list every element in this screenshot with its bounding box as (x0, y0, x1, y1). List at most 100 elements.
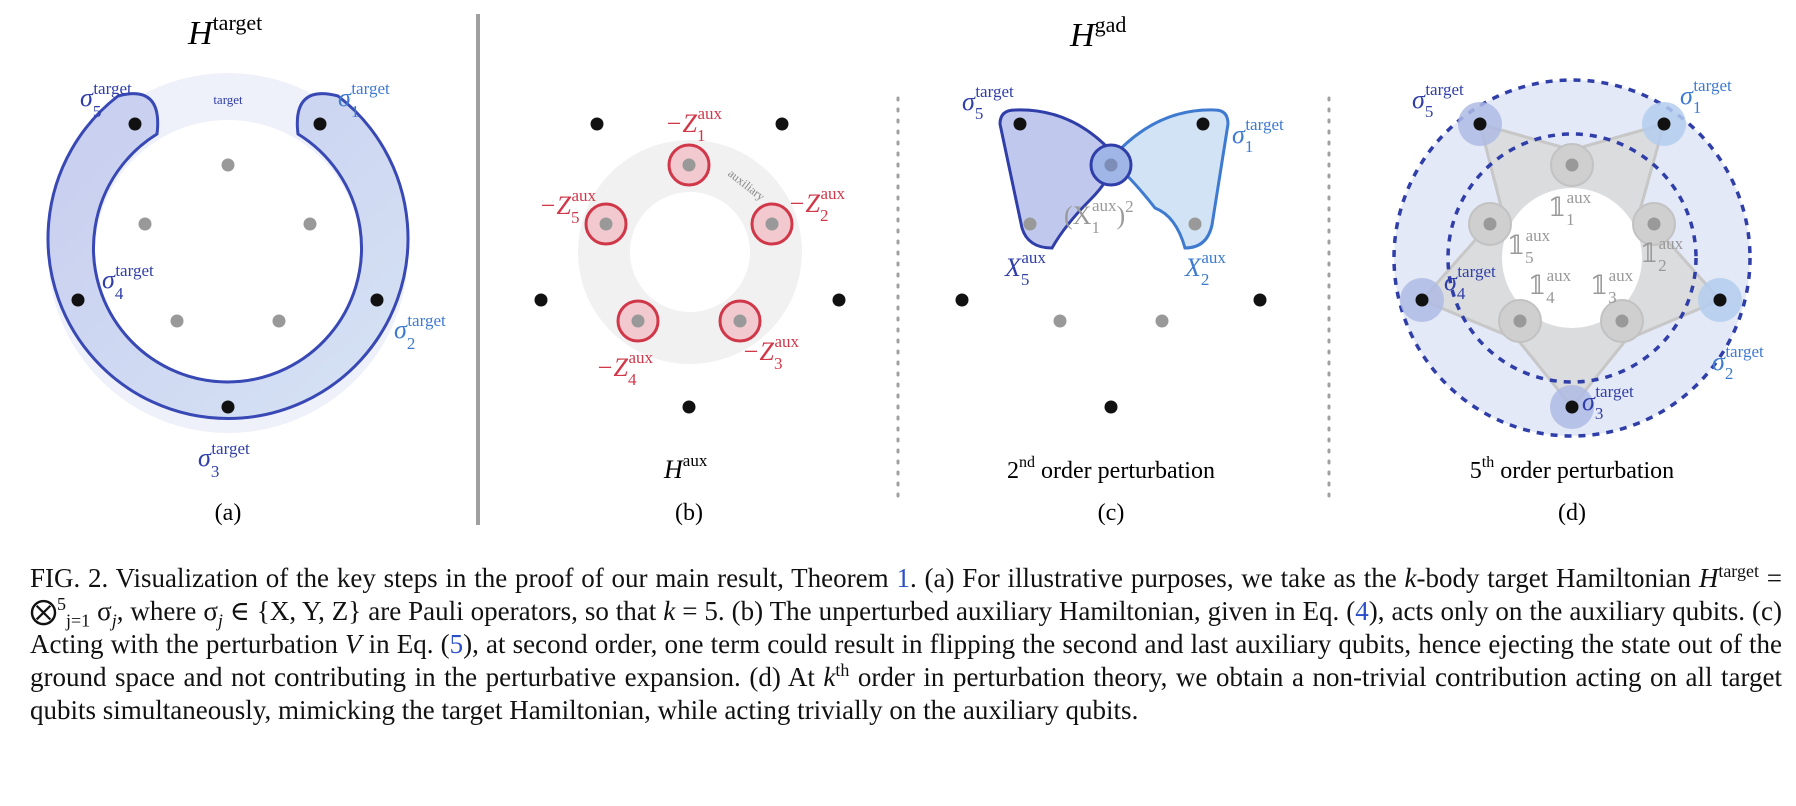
sigma-label-4: σ4target (102, 261, 154, 303)
target-region-label: target (213, 92, 243, 107)
aux-qubit-1 (1104, 158, 1118, 172)
panel-b: auxiliary −Z1aux −Z5aux −Z2aux −Z4aux −Z… (534, 104, 846, 526)
sigma-label-1: σ1target (338, 79, 390, 121)
caption-math: k (823, 662, 836, 692)
figure: Htarget target σ5target σ1target σ4targe… (46, 10, 1764, 526)
target-qubit-1 (775, 117, 789, 131)
identity-label-5: 𝟙5aux (1507, 226, 1551, 267)
target-qubit-1 (313, 117, 327, 131)
aux-qubit-3 (1615, 314, 1629, 328)
panel-c: σ5target σ1target X5aux X2aux (X1aux)2 2… (955, 82, 1284, 526)
caption-math: = ⨂ (30, 563, 1782, 626)
target-qubit-1 (1196, 117, 1210, 131)
caption-math: H (1698, 563, 1719, 593)
group-title-hgad: Hgad (1069, 12, 1126, 54)
x-aux-label-5: X5aux (1004, 248, 1046, 289)
aux-qubit-1 (1565, 158, 1579, 172)
caption-math-sub: j (217, 610, 223, 631)
target-qubit-4 (955, 293, 969, 307)
aux-qubit-4 (1513, 314, 1527, 328)
identity-label-1: 𝟙1aux (1548, 188, 1592, 229)
caption-text: , where σ (116, 596, 218, 626)
fifth-order-label: 5th order perturbation (1470, 454, 1674, 484)
caption-text: ∈ {X, Y, Z} are Pauli operators, so that (222, 596, 664, 626)
target-qubit-5 (128, 117, 142, 131)
caption-text: ), at second order, one term could resul… (30, 629, 1782, 692)
target-qubit-3 (221, 400, 235, 414)
z-label-5: −Z5aux (539, 186, 597, 227)
sigma-label-5: σ5target (1412, 80, 1464, 121)
z-label-4: −Z4aux (596, 348, 654, 389)
caption-math-sup: th (835, 660, 850, 680)
panel-d-label: (d) (1558, 500, 1586, 526)
z-label-2: −Z2aux (788, 184, 846, 225)
aux-qubit-2 (1647, 217, 1661, 231)
sigma-label-2: σ2target (1712, 342, 1764, 383)
target-qubit-2 (832, 293, 846, 307)
aux-qubit-5 (599, 217, 613, 231)
aux-qubit-5 (1023, 217, 1037, 231)
target-qubit-5 (590, 117, 604, 131)
sigma-label-1: σ1target (1232, 115, 1284, 156)
caption-math: V (344, 629, 362, 659)
panel-a-label: (a) (215, 500, 242, 526)
figure-caption: FIG. 2. Visualization of the key steps i… (30, 562, 1782, 727)
target-qubit-4 (1415, 293, 1429, 307)
sigma-label-3: σ3target (198, 439, 250, 481)
caption-math-sup: 5 (57, 594, 66, 614)
sigma-label-2: σ2target (394, 311, 446, 353)
panel-d: 𝟙1aux 𝟙5aux 𝟙2aux 𝟙4aux 𝟙3aux σ5target σ… (1392, 76, 1764, 526)
theorem-ref-link[interactable]: 1 (896, 563, 910, 593)
target-qubit-3 (1565, 400, 1579, 414)
panel-c-label: (c) (1098, 500, 1125, 526)
target-qubit-5 (1013, 117, 1027, 131)
x-aux-squared-label: (X1aux)2 (1064, 196, 1134, 237)
caption-math-sub: j=1 (66, 610, 91, 631)
caption-text: -body target Hamiltonian (1416, 563, 1699, 593)
caption-text: = 5. (b) The unperturbed auxiliary Hamil… (675, 596, 1356, 626)
panel-a-title: Htarget (187, 10, 262, 52)
sigma-label-5: σ5target (80, 79, 132, 121)
aux-qubit-4 (1053, 314, 1067, 328)
caption-text: . (a) For illustrative purposes, we take… (909, 563, 1405, 593)
z-label-3: −Z3aux (742, 332, 800, 373)
caption-math-sup: target (1718, 561, 1759, 581)
aux-qubit-2 (765, 217, 779, 231)
figure-svg: Htarget target σ5target σ1target σ4targe… (46, 10, 1764, 526)
aux-qubit-2 (1188, 217, 1202, 231)
sigma-label-5: σ5target (962, 82, 1014, 123)
panel-a: Htarget target σ5target σ1target σ4targe… (46, 10, 446, 526)
aux-qubit-5 (1483, 217, 1497, 231)
aux-qubit-2 (303, 217, 317, 231)
z-label-1: −Z1aux (665, 104, 723, 145)
eq4-ref-link[interactable]: 4 (1355, 596, 1369, 626)
caption-math: k (663, 596, 676, 626)
target-qubit-3 (1104, 400, 1118, 414)
aux-qubit-1 (682, 158, 696, 172)
target-qubit-2 (1253, 293, 1267, 307)
target-qubit-4 (71, 293, 85, 307)
target-qubit-2 (1713, 293, 1727, 307)
target-horseshoe (46, 92, 410, 420)
right-interaction-region (1107, 108, 1230, 250)
eq5-ref-link[interactable]: 5 (449, 629, 464, 659)
inner-dashed-ring (1446, 132, 1698, 384)
aux-qubit-3 (1155, 314, 1169, 328)
caption-text: ), acts only on the auxiliary qubits. (c… (30, 596, 1782, 659)
aux-qubit-1 (221, 158, 235, 172)
target-qubit-5 (1473, 117, 1487, 131)
second-order-label: 2nd order perturbation (1007, 454, 1215, 484)
caption-math: σ (90, 596, 112, 626)
caption-fig-label: FIG. 2. (30, 563, 109, 593)
inner-hole (1502, 188, 1642, 328)
target-qubit-4 (534, 293, 548, 307)
aux-qubit-5 (138, 217, 152, 231)
target-qubit-2 (370, 293, 384, 307)
outer-dashed-ring (1392, 78, 1752, 438)
x-aux-label-2: X2aux (1184, 248, 1226, 289)
caption-text: Visualization of the key steps in the pr… (108, 563, 897, 593)
caption-math: k (1404, 563, 1417, 593)
target-qubit-1 (1657, 117, 1671, 131)
identity-label-3: 𝟙3aux (1590, 266, 1634, 307)
aux-qubit-4 (631, 314, 645, 328)
